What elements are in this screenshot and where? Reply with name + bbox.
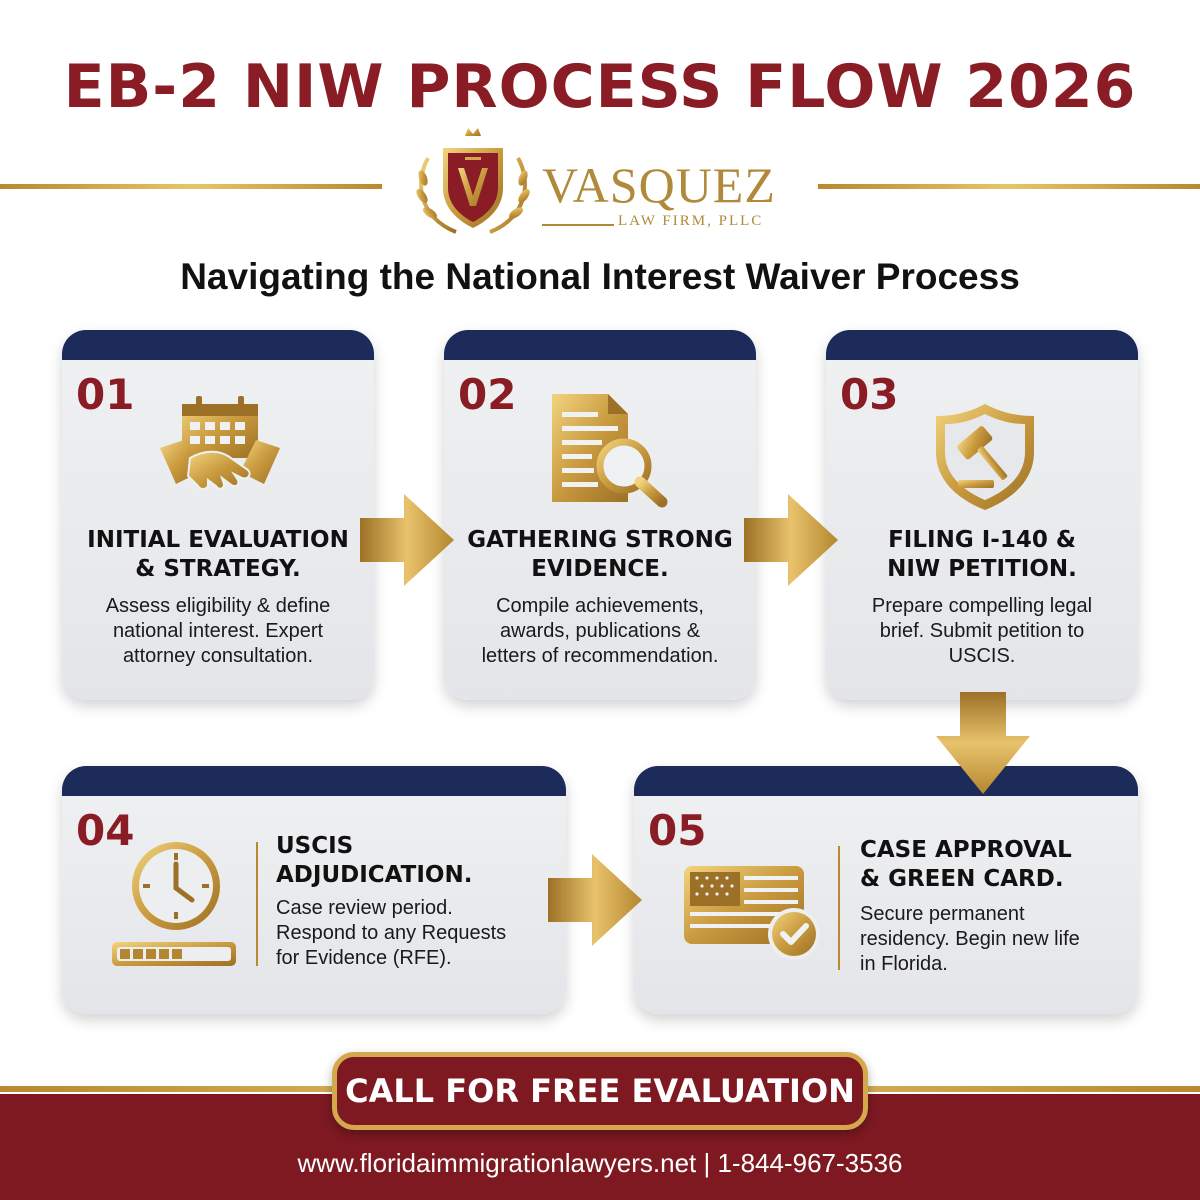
header-divider-left <box>0 184 382 189</box>
step-desc-line: letters of recommendation. <box>481 645 719 667</box>
step-card-3: 03 FILING I-140 & NIW PETITION. Prepare … <box>826 330 1138 700</box>
arrow-down-icon <box>936 692 1030 794</box>
step-title-line: CASE APPROVAL <box>860 837 1072 863</box>
page-title: EB-2 NIW PROCESS FLOW 2026 <box>63 52 1137 122</box>
card-header-band <box>826 330 1138 360</box>
step-title: INITIAL EVALUATION & STRATEGY. <box>62 526 374 584</box>
step-title-line: & GREEN CARD. <box>860 866 1064 892</box>
step-card-1: 01 INITIAL EVALUATION & STRATEGY. Assess… <box>62 330 374 700</box>
step-title-line: INITIAL EVALUATION <box>87 527 349 553</box>
step-number: 01 <box>76 370 135 419</box>
step-card-2: 02 GATHERING STRONG EVIDENCE. Compile ac… <box>444 330 756 700</box>
step-description: Case review period. Respond to any Reque… <box>276 896 560 971</box>
step-description: Compile achievements, awards, publicatio… <box>444 594 756 669</box>
step-number: 05 <box>648 806 707 855</box>
step-desc-line: brief. Submit petition to <box>879 620 1085 642</box>
step-title-line: USCIS <box>276 833 354 859</box>
step-desc-line: in Florida. <box>860 953 948 975</box>
header-divider-right <box>818 184 1200 189</box>
card-header-band <box>444 330 756 360</box>
shield-gavel-icon <box>936 404 1034 510</box>
step-description: Secure permanent residency. Begin new li… <box>860 902 1130 977</box>
step-title-line: FILING I-140 & <box>888 527 1076 553</box>
logo-underline <box>542 224 614 226</box>
card-divider <box>256 842 258 966</box>
step-description: Prepare compelling legal brief. Submit p… <box>826 594 1138 669</box>
flag-card-check-icon <box>684 866 820 960</box>
step-desc-line: residency. Begin new life <box>860 928 1080 950</box>
step-number: 02 <box>458 370 517 419</box>
step-card-4: 04 USCIS ADJUDICATION. Case review perio… <box>62 766 566 1014</box>
step-title-line: ADJUDICATION. <box>276 862 473 888</box>
step-desc-line: national interest. Expert <box>112 620 324 642</box>
card-divider <box>838 846 840 970</box>
step-title: FILING I-140 & NIW PETITION. <box>826 526 1138 584</box>
step-title-line: NIW PETITION. <box>887 556 1077 582</box>
step-title-line: EVIDENCE. <box>531 556 669 582</box>
card-header-band <box>62 330 374 360</box>
page-subtitle: Navigating the National Interest Waiver … <box>180 256 1020 297</box>
step-title: CASE APPROVAL & GREEN CARD. <box>860 836 1130 894</box>
step-title: USCIS ADJUDICATION. <box>276 832 556 890</box>
step-title-line: GATHERING STRONG <box>467 527 733 553</box>
arrow-right-icon <box>548 854 642 946</box>
step-desc-line: Compile achievements, <box>496 595 704 617</box>
free-evaluation-button[interactable]: CALL FOR FREE EVALUATION <box>332 1052 868 1130</box>
step-desc-line: awards, publications & <box>499 620 701 642</box>
clock-progress-icon <box>112 842 236 966</box>
step-desc-line: Assess eligibility & define <box>105 595 331 617</box>
arrow-right-icon <box>360 494 454 586</box>
firm-name: VASQUEZ <box>542 157 776 213</box>
step-card-5: 05 CASE APPROVAL & GREEN CARD. Secure pe… <box>634 766 1138 1014</box>
firm-subtitle: LAW FIRM, PLLC <box>618 213 764 229</box>
step-title: GATHERING STRONG EVIDENCE. <box>444 526 756 584</box>
step-title-line: & STRATEGY. <box>135 556 301 582</box>
step-desc-line: Case review period. <box>276 897 453 919</box>
contact-info[interactable]: www.floridaimmigrationlawyers.net | 1-84… <box>297 1148 903 1178</box>
card-header-band <box>634 766 1138 796</box>
document-search-icon <box>552 394 668 508</box>
arrow-right-icon <box>744 494 838 586</box>
step-desc-line: for Evidence (RFE). <box>276 947 452 969</box>
firm-logo: VASQUEZ LAW FIRM, PLLC <box>410 128 800 238</box>
card-header-band <box>62 766 566 796</box>
step-desc-line: Prepare compelling legal <box>871 595 1093 617</box>
step-number: 03 <box>840 370 899 419</box>
step-description: Assess eligibility & define national int… <box>62 594 374 669</box>
step-desc-line: Secure permanent <box>860 903 1025 925</box>
step-desc-line: USCIS. <box>948 645 1016 667</box>
calendar-handshake-icon <box>160 396 280 490</box>
crest-icon <box>416 128 530 234</box>
step-number: 04 <box>76 806 135 855</box>
step-desc-line: attorney consultation. <box>122 645 314 667</box>
step-desc-line: Respond to any Requests <box>276 922 507 944</box>
